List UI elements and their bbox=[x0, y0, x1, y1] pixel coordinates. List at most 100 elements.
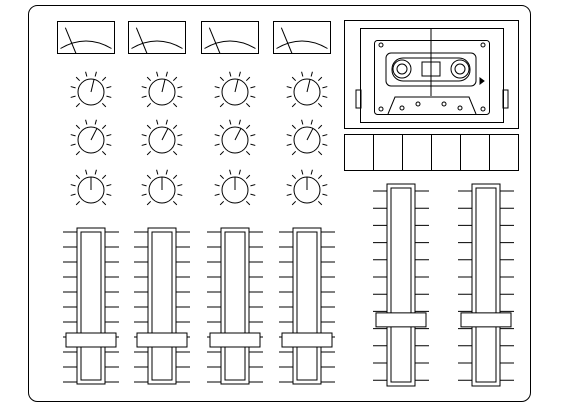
knob-tick bbox=[147, 125, 151, 129]
channel-fader bbox=[207, 228, 263, 384]
knob-tick bbox=[86, 120, 87, 125]
knob-tick bbox=[102, 201, 106, 205]
vu-meter-scale bbox=[205, 41, 256, 49]
knob-tick bbox=[246, 175, 250, 179]
knob-tick bbox=[318, 151, 322, 155]
knob-pointer bbox=[91, 79, 94, 92]
knob-tick bbox=[220, 125, 224, 129]
knob-tick bbox=[322, 194, 327, 195]
knob-pointer bbox=[91, 128, 97, 140]
knob-tick bbox=[86, 170, 87, 175]
vu-meter-scale bbox=[61, 41, 112, 49]
channel-fader bbox=[279, 228, 335, 384]
knob-tick bbox=[215, 96, 220, 97]
cassette-bottom-ramp bbox=[388, 97, 476, 114]
deck-panel bbox=[345, 21, 519, 129]
vu-meter-frame bbox=[202, 22, 259, 54]
transport-buttons bbox=[345, 135, 519, 171]
knob-tick bbox=[318, 77, 322, 81]
knob-tick bbox=[220, 151, 224, 155]
knob-tick bbox=[76, 201, 80, 205]
vu-meter-scale bbox=[132, 41, 183, 49]
rotary-knob bbox=[287, 72, 328, 107]
knob-tick bbox=[302, 120, 303, 125]
vu-meters bbox=[58, 22, 331, 54]
knob-pointer bbox=[307, 79, 310, 92]
rotary-knob bbox=[71, 72, 112, 107]
knob-tick bbox=[173, 103, 177, 107]
fader-knob bbox=[461, 313, 511, 327]
cassette-guide-hole bbox=[458, 106, 462, 110]
knob-tick bbox=[142, 144, 147, 145]
knob-tick bbox=[292, 125, 296, 129]
knob-tick bbox=[287, 144, 292, 145]
knob-tick bbox=[230, 170, 231, 175]
knob-rows bbox=[71, 72, 328, 205]
knob-pointer bbox=[162, 128, 168, 140]
knob-tick bbox=[71, 194, 76, 195]
cassette-shell bbox=[375, 41, 490, 115]
knob-tick bbox=[142, 96, 147, 97]
knob-tick bbox=[287, 87, 292, 88]
play-arrow-icon bbox=[480, 78, 484, 84]
knob-tick bbox=[287, 194, 292, 195]
knob-tick bbox=[76, 151, 80, 155]
knob-tick bbox=[157, 72, 158, 77]
fader-track-outer bbox=[293, 228, 321, 384]
blank-button[interactable] bbox=[490, 135, 519, 171]
knob-tick bbox=[220, 103, 224, 107]
knob-tick bbox=[76, 125, 80, 129]
knob-tick bbox=[318, 175, 322, 179]
knob-tick bbox=[173, 125, 177, 129]
knob-tick bbox=[147, 77, 151, 81]
knob-tick bbox=[95, 72, 96, 77]
fader-knob bbox=[210, 333, 260, 347]
knob-tick bbox=[157, 120, 158, 125]
deck-hinge-right bbox=[503, 90, 508, 108]
fader-track-outer bbox=[472, 184, 500, 386]
knob-tick bbox=[250, 87, 255, 88]
vu-meter-frame bbox=[58, 22, 115, 54]
knob-tick bbox=[318, 201, 322, 205]
fader-track-outer bbox=[387, 184, 415, 386]
knob-tick bbox=[250, 135, 255, 136]
knob-tick bbox=[246, 201, 250, 205]
cassette-reel bbox=[393, 60, 411, 78]
knob-tick bbox=[322, 185, 327, 186]
knob-tick bbox=[71, 185, 76, 186]
vu-meter-needle bbox=[209, 28, 220, 54]
knob-tick bbox=[287, 185, 292, 186]
knob-tick bbox=[177, 96, 182, 97]
knob-tick bbox=[106, 194, 111, 195]
rotary-knob bbox=[287, 120, 328, 155]
knob-tick bbox=[166, 120, 167, 125]
rotary-knob bbox=[215, 120, 256, 155]
knob-tick bbox=[76, 175, 80, 179]
knob-tick bbox=[102, 175, 106, 179]
knob-tick bbox=[250, 185, 255, 186]
cassette-tape bbox=[375, 28, 490, 115]
knob-tick bbox=[102, 103, 106, 107]
knob-tick bbox=[322, 87, 327, 88]
knob-tick bbox=[246, 125, 250, 129]
deck-hinge-left bbox=[356, 90, 361, 108]
knob-tick bbox=[215, 194, 220, 195]
knob-tick bbox=[142, 135, 147, 136]
fader-track-inner bbox=[297, 232, 317, 380]
knob-tick bbox=[177, 87, 182, 88]
channel-faders bbox=[63, 228, 335, 384]
cassette-reel bbox=[451, 60, 469, 78]
knob-tick bbox=[173, 151, 177, 155]
channel-fader bbox=[134, 228, 190, 384]
knob-pointer bbox=[235, 128, 241, 140]
knob-tick bbox=[302, 72, 303, 77]
fader-track-inner bbox=[391, 188, 411, 382]
vu-meter-needle bbox=[65, 28, 76, 54]
master-faders bbox=[373, 184, 514, 386]
knob-tick bbox=[76, 103, 80, 107]
rotary-knob bbox=[71, 120, 112, 155]
channel-fader bbox=[63, 228, 119, 384]
vu-meter-frame bbox=[129, 22, 186, 54]
knob-tick bbox=[106, 135, 111, 136]
knob-tick bbox=[246, 151, 250, 155]
